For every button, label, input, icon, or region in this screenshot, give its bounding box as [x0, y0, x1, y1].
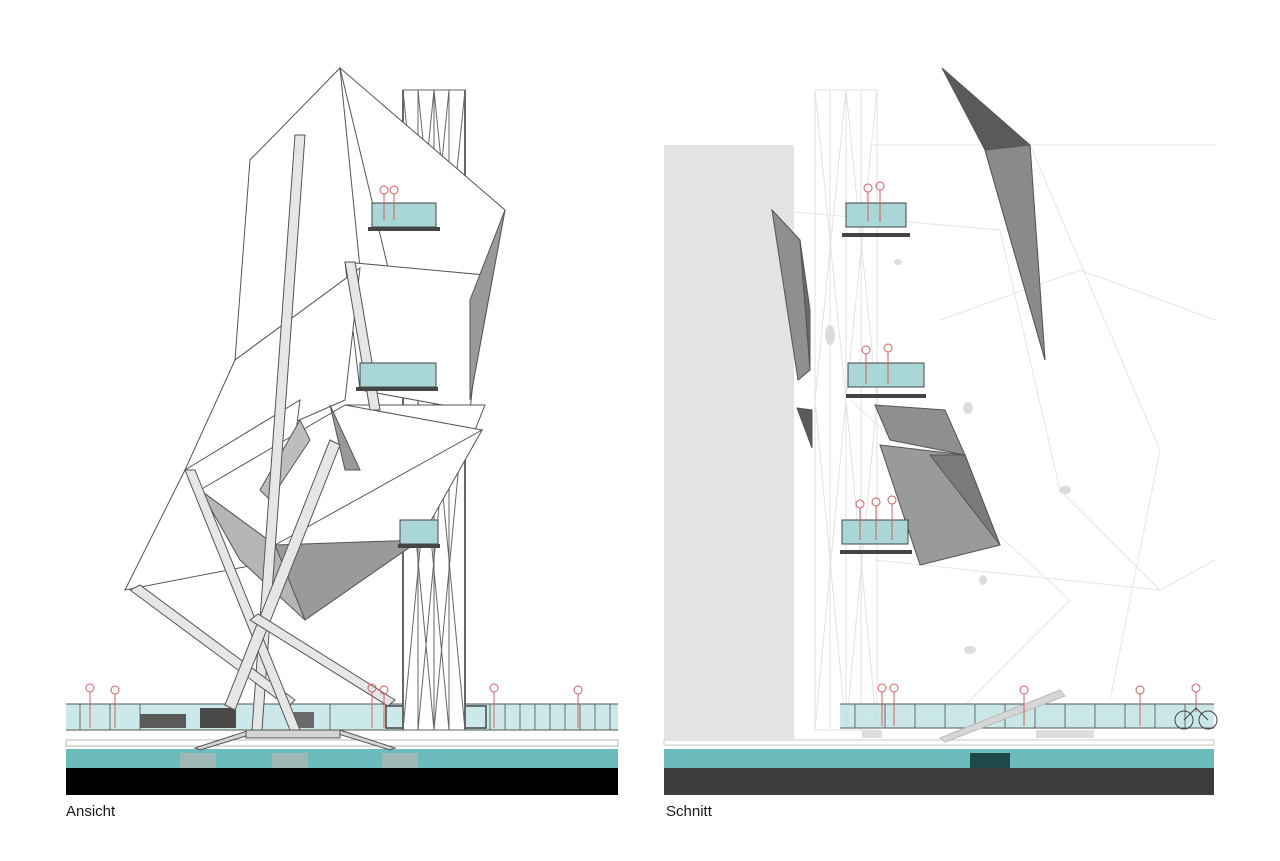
bench [140, 714, 186, 728]
ramp-strut [939, 689, 1066, 743]
section-panel: Schnitt [640, 0, 1280, 861]
observation-platform [846, 362, 926, 398]
bicycle [1174, 707, 1218, 730]
adjacent-building-wall [664, 145, 794, 741]
section-cut-facets [771, 67, 1046, 566]
foundation-block [180, 753, 216, 768]
observation-platform [840, 519, 912, 554]
elevation-caption: Ansicht [66, 803, 116, 820]
deck-slab [65, 739, 619, 747]
observation-platform [398, 519, 440, 548]
bench [200, 708, 236, 728]
observation-platform [356, 362, 438, 391]
ground-base [66, 768, 618, 795]
people-figures [855, 181, 1201, 726]
observation-platform [842, 202, 910, 237]
base-struts [193, 729, 397, 751]
ground-water-band [664, 749, 1214, 768]
elevation-drawing [65, 66, 619, 795]
step [1036, 730, 1094, 738]
step [862, 730, 882, 738]
shaded-facets [199, 209, 506, 621]
railing-posts [79, 704, 611, 730]
people-figures [85, 185, 583, 728]
section-drawing [663, 67, 1218, 795]
elevation-panel: Ansicht [65, 66, 619, 820]
foundation-block [272, 753, 308, 768]
ground-base [664, 768, 1214, 795]
section-caption: Schnitt [666, 803, 712, 820]
ground-water-band [66, 749, 618, 768]
ghost-lattice-core [814, 89, 878, 731]
diagonal-struts [129, 134, 396, 731]
foundation-block [382, 753, 418, 768]
observation-platform [368, 202, 440, 231]
shadow-ellipses [825, 259, 1071, 654]
foundation-block [970, 753, 1010, 768]
deck-slab [663, 739, 1215, 746]
railing-posts [854, 704, 1186, 728]
